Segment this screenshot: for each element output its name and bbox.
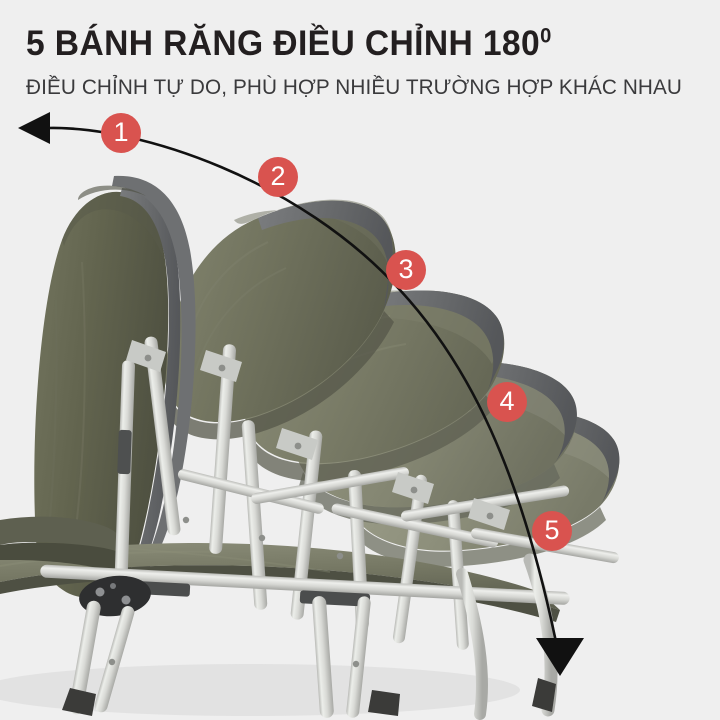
step-badge-3-label: 3 — [398, 253, 414, 284]
step-badge-3: 3 — [386, 250, 426, 290]
step-badge-5-label: 5 — [544, 514, 560, 545]
arrowhead-down-shape — [536, 638, 584, 676]
step-badge-4-label: 4 — [499, 385, 515, 416]
step-badge-4: 4 — [487, 382, 527, 422]
step-badge-2: 2 — [258, 157, 298, 197]
step-badge-2-label: 2 — [270, 160, 286, 191]
arrowhead-left-shape — [18, 112, 50, 144]
callout-arc-path — [46, 126, 558, 644]
step-badge-5: 5 — [532, 511, 572, 551]
step-badge-1-label: 1 — [113, 116, 129, 147]
step-badge-1: 1 — [101, 113, 141, 153]
